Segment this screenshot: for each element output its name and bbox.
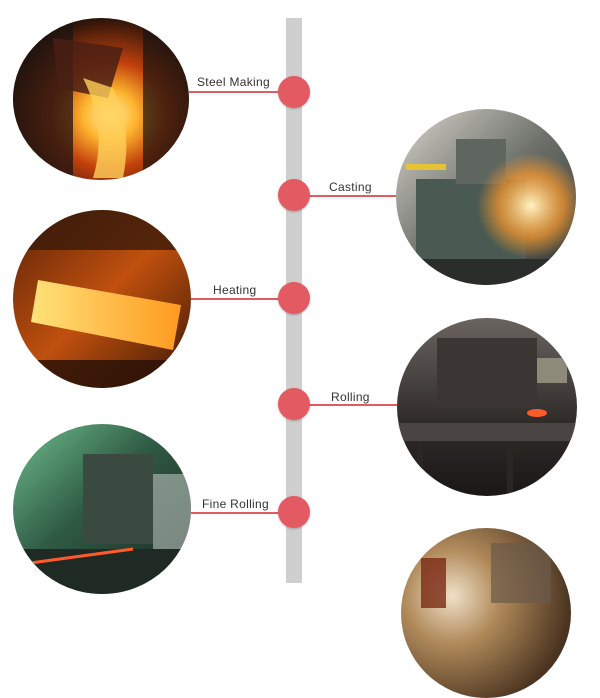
timeline-node-fine-rolling[interactable] [278,496,310,528]
connector-casting [302,195,396,197]
timeline-node-steel-making[interactable] [278,76,310,108]
next-stage-photo [401,528,571,698]
stage-label-casting: Casting [329,180,372,194]
rolling-photo [397,318,577,496]
connector-rolling [302,404,397,406]
fine-rolling-photo [13,424,191,594]
connector-fine-rolling [191,512,285,514]
connector-heating [191,298,285,300]
stage-label-rolling: Rolling [331,390,370,404]
timeline-node-heating[interactable] [278,282,310,314]
stage-label-fine-rolling: Fine Rolling [202,497,269,511]
casting-photo [396,109,576,285]
connector-steel-making [189,91,285,93]
stage-label-steel-making: Steel Making [197,75,270,89]
timeline-node-casting[interactable] [278,179,310,211]
stage-label-heating: Heating [213,283,257,297]
timeline-node-rolling[interactable] [278,388,310,420]
heating-photo [13,210,191,388]
steel-making-photo [13,18,189,180]
